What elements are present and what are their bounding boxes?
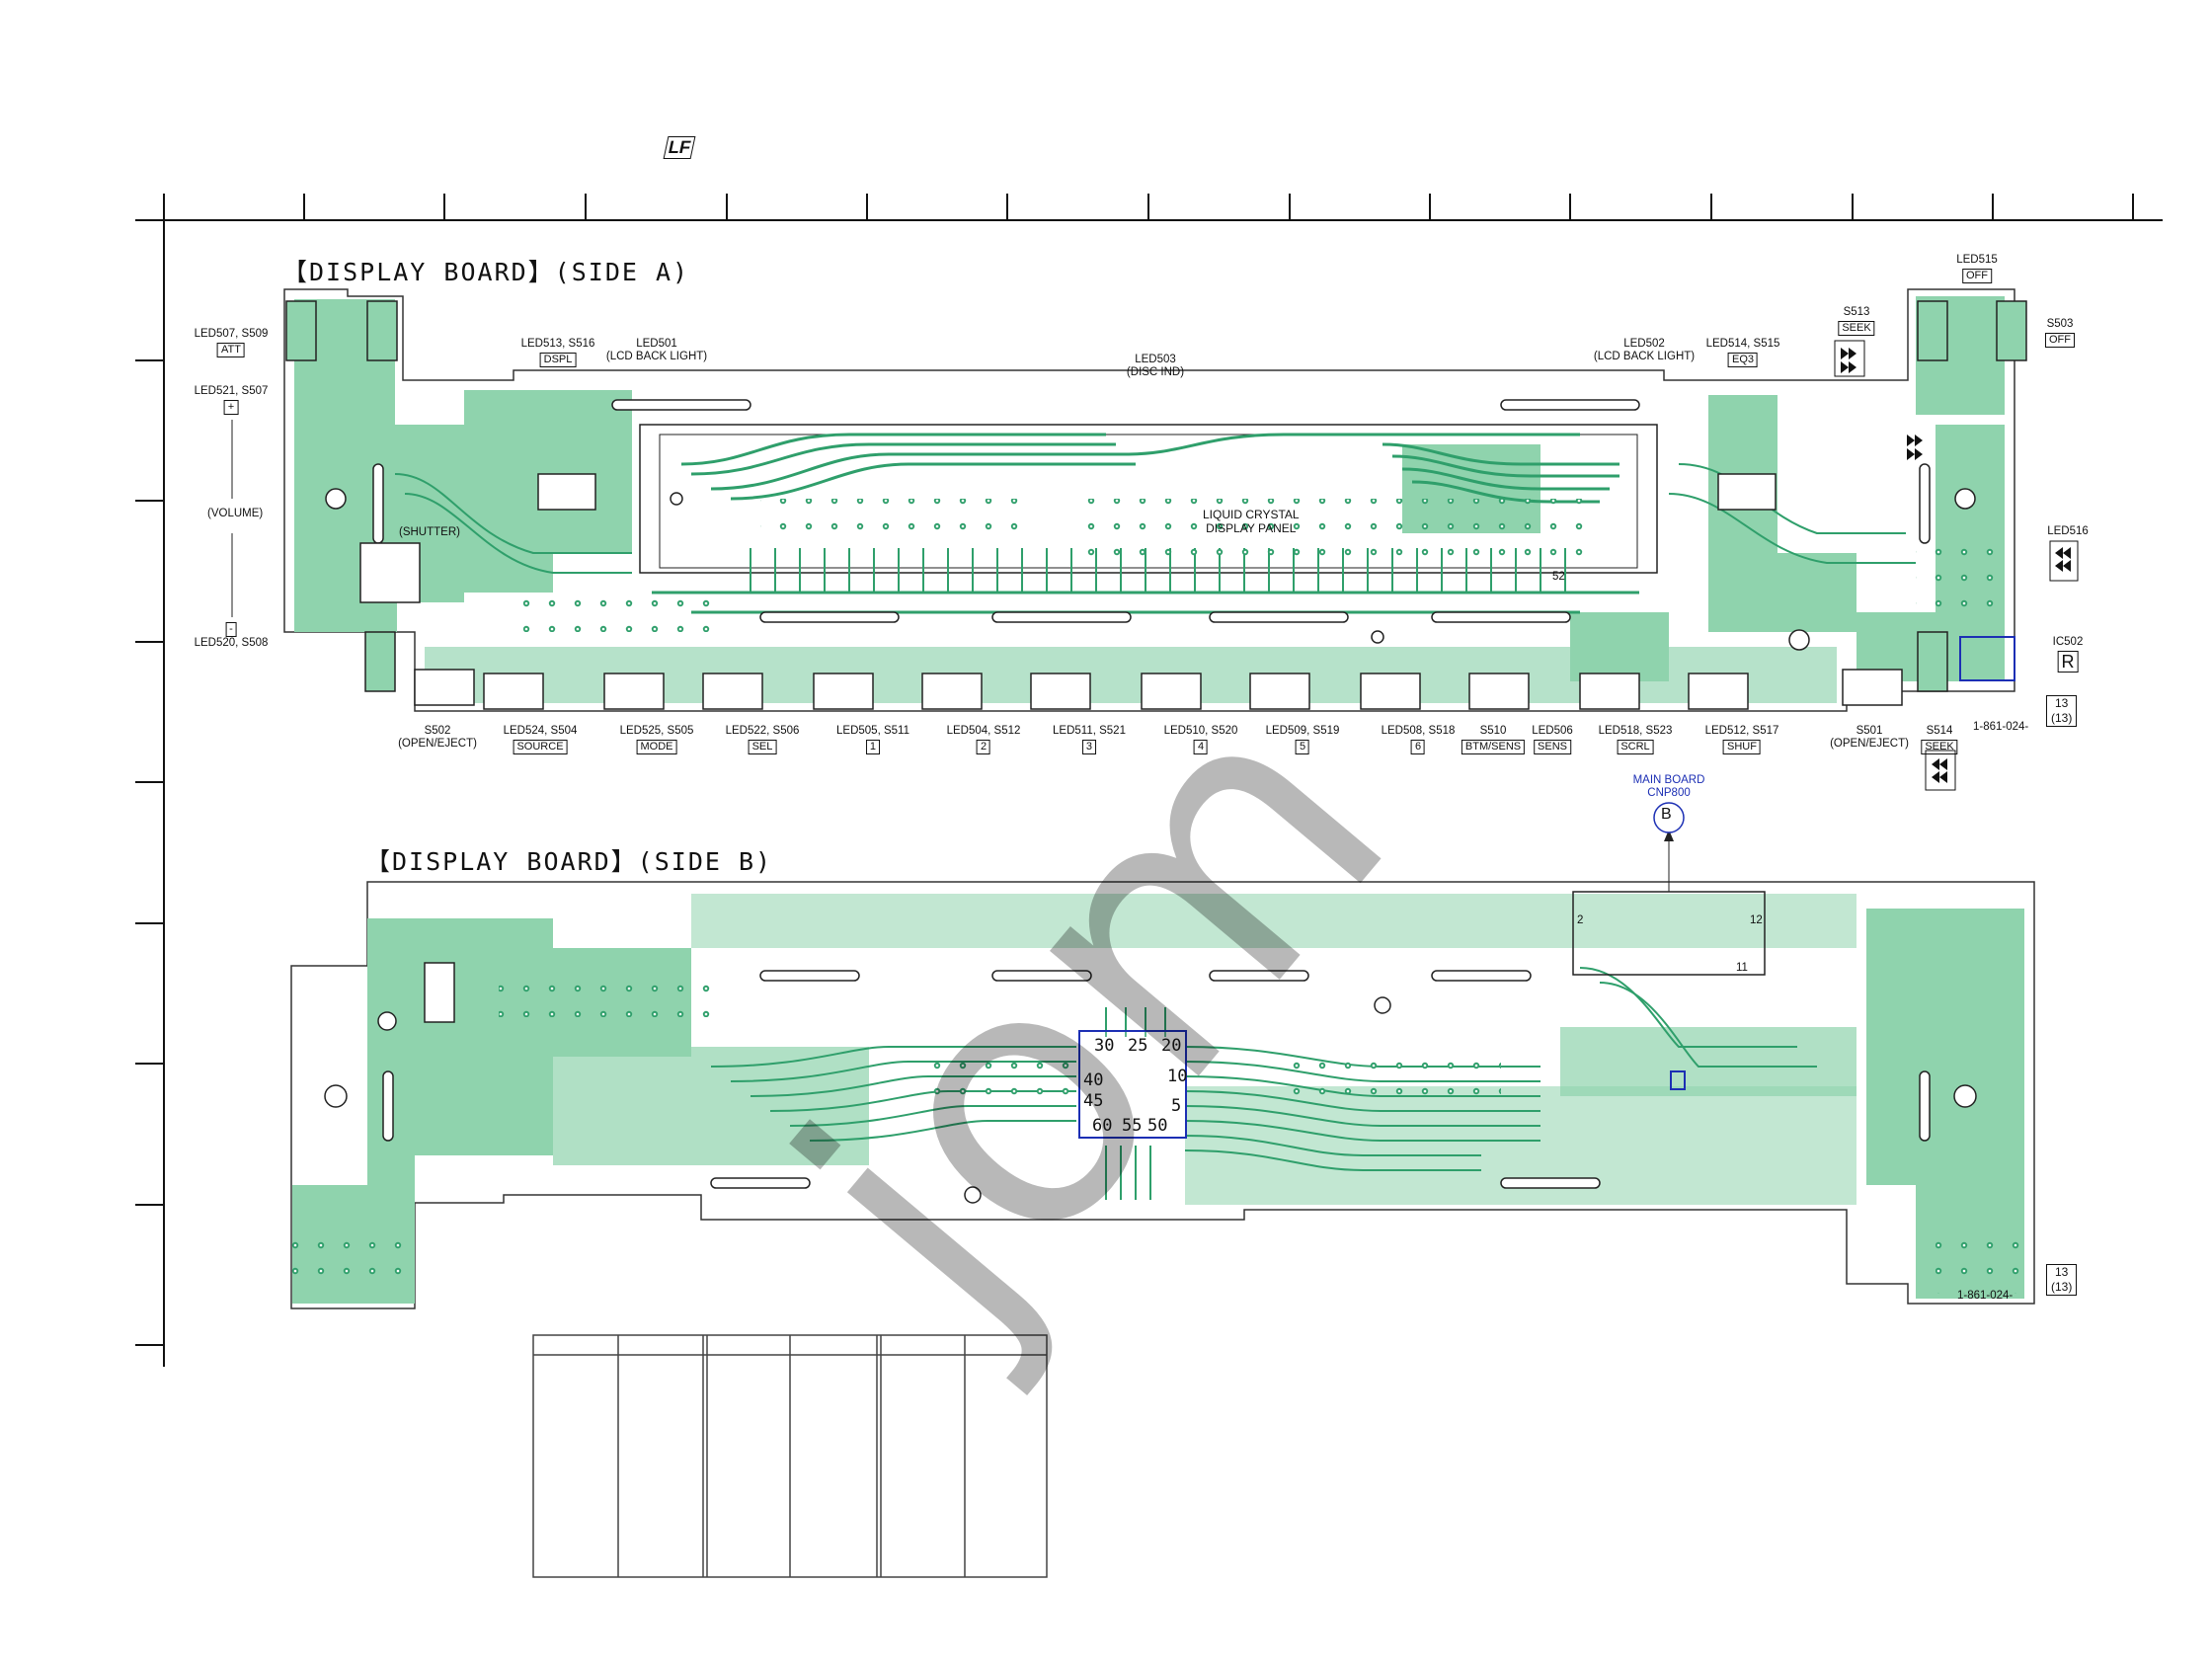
label-s502: S502(OPEN/EJECT) bbox=[398, 725, 477, 750]
connector-ref: B bbox=[1661, 806, 1672, 823]
shutter-label: (SHUTTER) bbox=[399, 526, 460, 538]
side-a-page-box: 13(13) bbox=[2046, 695, 2078, 727]
cnp-pin-11: 11 bbox=[1736, 962, 1748, 974]
frame-ruler bbox=[135, 194, 2163, 1367]
label-s501: S501(OPEN/EJECT) bbox=[1830, 725, 1909, 750]
ic-pin-label: 60 bbox=[1092, 1116, 1113, 1136]
cnp-pin-12: 12 bbox=[1750, 914, 1763, 926]
side-b-board bbox=[286, 802, 2035, 1309]
side-a-board bbox=[231, 288, 2027, 712]
seek-back-icon bbox=[1925, 540, 2079, 791]
pin-52: 52 bbox=[1552, 571, 1565, 583]
label-led503: LED503(DISC IND) bbox=[1126, 354, 1185, 378]
ic-pin-label: 40 bbox=[1083, 1070, 1104, 1090]
blank-table bbox=[532, 1334, 1048, 1578]
label-led516: LED516 bbox=[2047, 525, 2089, 537]
side-a-part-number: 1-861-024- bbox=[1973, 721, 2029, 733]
ic-pin-label: 5 bbox=[1171, 1096, 1182, 1116]
label-led521: LED521, S507+ bbox=[194, 385, 269, 415]
ic-pin-label: 10 bbox=[1167, 1067, 1188, 1086]
ic-pin-label: 45 bbox=[1083, 1091, 1104, 1111]
cnp-pin-2: 2 bbox=[1577, 914, 1584, 926]
label-led501: LED501(LCD BACK LIGHT) bbox=[605, 338, 708, 362]
side-b-title: 【DISPLAY BOARD】(SIDE B) bbox=[365, 847, 773, 876]
ic-pin-label: 30 bbox=[1094, 1036, 1115, 1056]
side-b-page-box: 13(13) bbox=[2046, 1264, 2078, 1296]
volume-label: (VOLUME) bbox=[207, 508, 264, 519]
logo: LF bbox=[663, 136, 696, 159]
side-a-title: 【DISPLAY BOARD】(SIDE A) bbox=[282, 258, 690, 286]
ic-pin-label: 55 bbox=[1122, 1116, 1143, 1136]
ic-pin-label: 50 bbox=[1147, 1116, 1168, 1136]
label-led520: -LED520, S508 bbox=[194, 622, 269, 649]
ic-pin-label: 20 bbox=[1161, 1036, 1182, 1056]
side-b-part-number: 1-861-024- bbox=[1957, 1290, 2014, 1302]
ic-pin-label: 25 bbox=[1128, 1036, 1148, 1056]
label-led502: LED502(LCD BACK LIGHT) bbox=[1593, 338, 1696, 362]
seek-forward-icon bbox=[1834, 340, 1923, 460]
